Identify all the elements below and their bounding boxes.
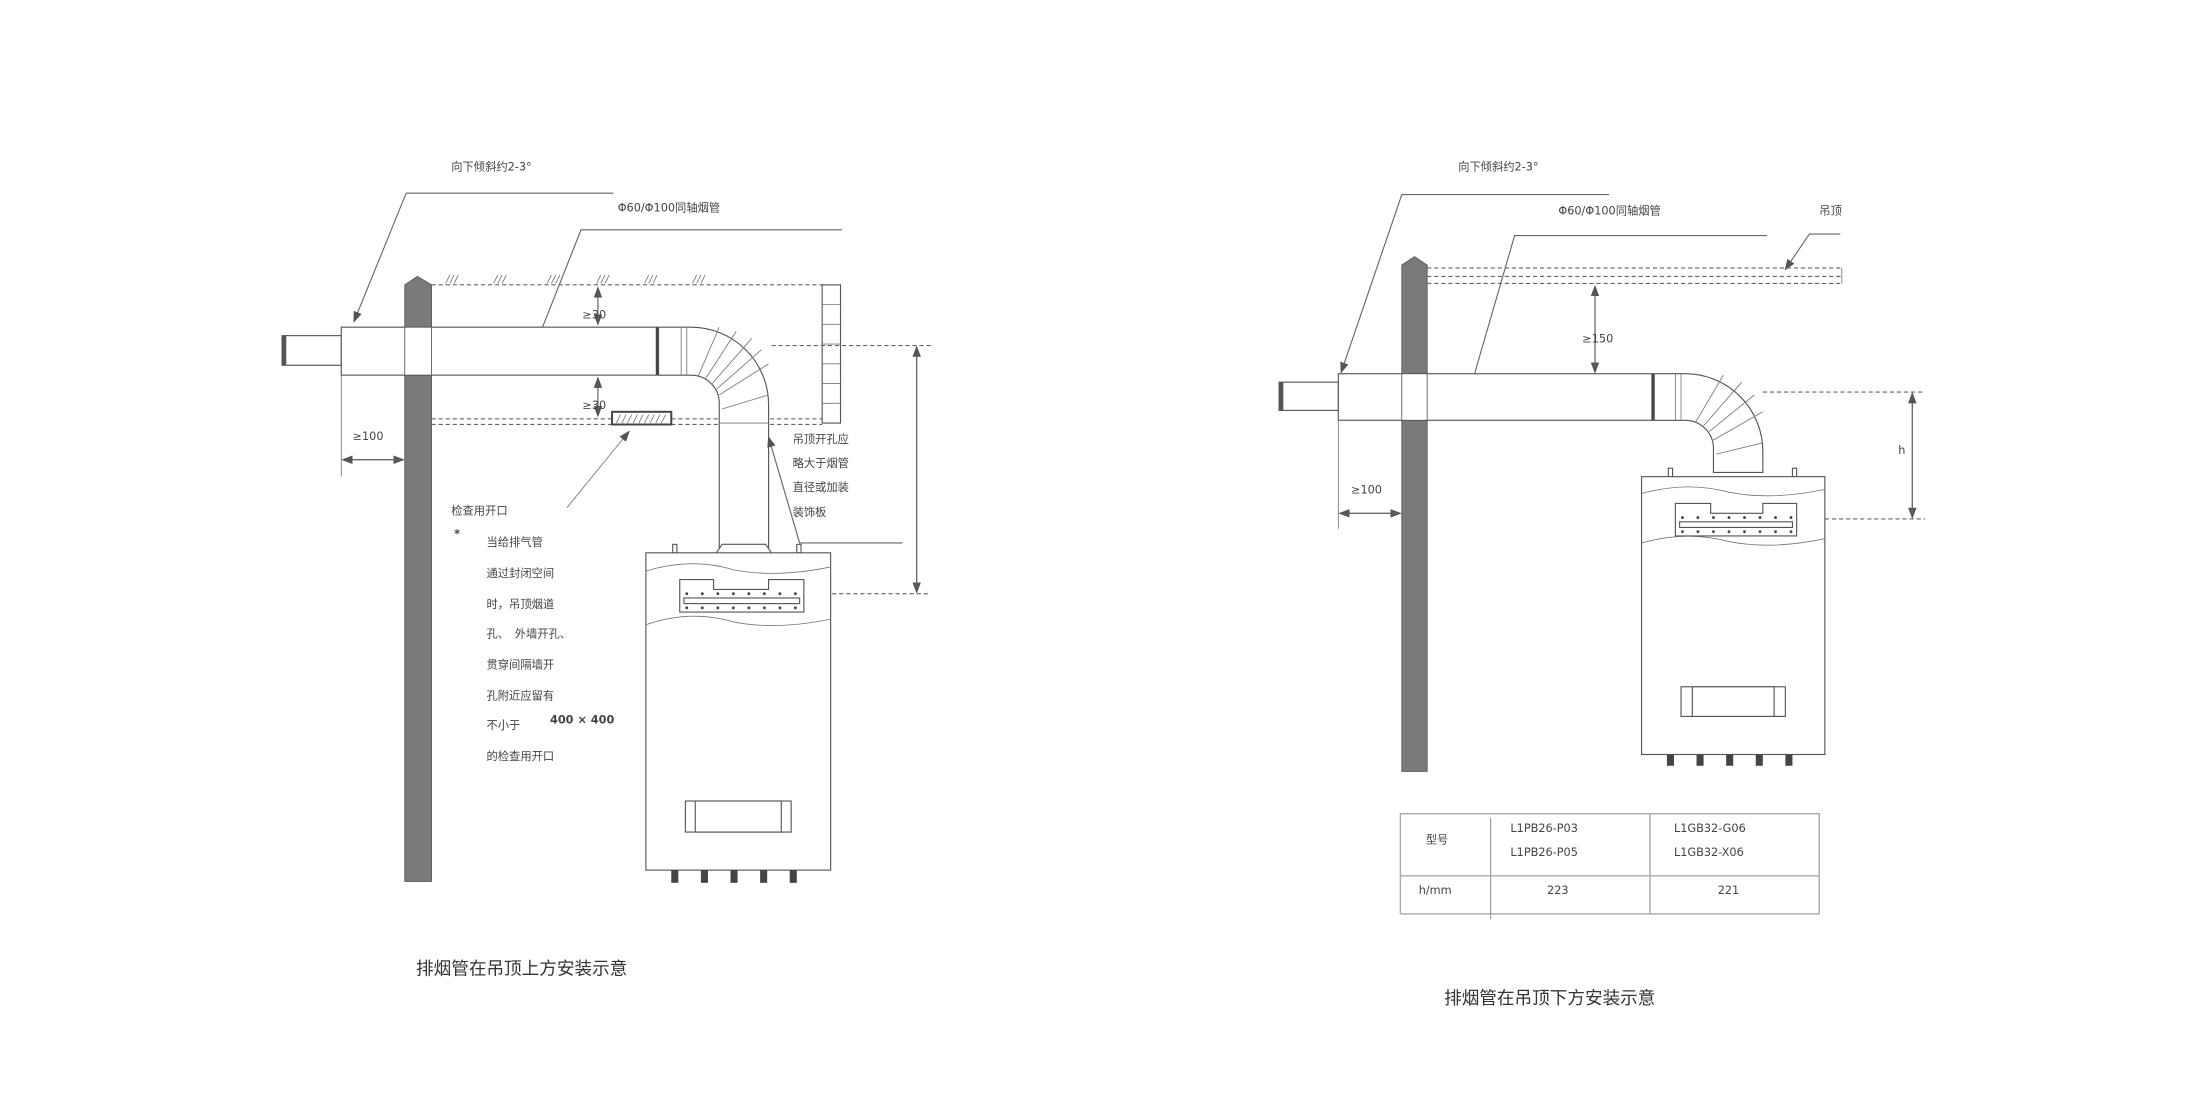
svg-text:的检查用开口: 的检查用开口 [487,749,555,763]
svg-text:孔附近应留有: 孔附近应留有 [487,688,555,702]
ceiling-hatch [445,274,706,284]
slope-label: 向下倾斜约2-3° [451,160,531,174]
slope-leader [353,192,614,323]
right-caption: 排烟管在吊顶下方安装示意 [1444,989,1655,1009]
pipe-label: Φ60/Φ100同轴烟管 [618,201,720,215]
pipe-label: Φ60/Φ100同轴烟管 [1558,203,1660,217]
note-asterisk: * [454,527,460,540]
water-heater [645,543,832,883]
clearance-top-label: ≥150 [1582,333,1613,346]
pipe-terminal [281,335,342,366]
height-label: h [1898,444,1905,457]
clearance-bottom-label: ≥30 [582,399,606,412]
slope-label: 向下倾斜约2-3° [1458,160,1538,174]
svg-text:当给排气管: 当给排气管 [487,535,543,549]
wall [1401,256,1428,772]
inspection-label: 检查用开口 [451,504,507,518]
svg-text:时，吊顶烟道: 时，吊顶烟道 [487,597,555,611]
model-height-table: 型号 L1PB26-P03 L1PB26-P05 L1GB32-G06 L1GB… [1399,813,1820,920]
table-cell-value: 223 [1547,884,1569,897]
svg-text:装饰板: 装饰板 [793,505,827,519]
wall-distance-label: ≥100 [1351,484,1382,497]
svg-text:略大于烟管: 略大于烟管 [793,456,849,470]
ceiling-label: 吊顶 [1819,204,1842,217]
left-caption: 排烟管在吊顶上方安装示意 [416,959,627,979]
svg-text:贯穿间隔墙开: 贯穿间隔墙开 [487,657,555,671]
water-heater [1640,467,1826,766]
left-diagram: 向下倾斜约2-3° Φ60/Φ100同轴烟管 [281,160,931,979]
wall-distance-label: ≥100 [353,430,384,443]
svg-text:直径或加装: 直径或加装 [793,480,849,494]
wall [404,275,432,882]
install-note: 当给排气管 通过封闭空间 时，吊顶烟道 孔、 外墙开孔、 贯穿间隔墙开 孔附近应… [487,535,615,763]
clearance-top-label: ≥30 [582,309,606,322]
table-cell-model: L1PB26-P05 [1510,846,1578,859]
ceiling-brick-column [821,284,842,424]
elbow-pipe [1653,373,1764,473]
coaxial-pipe [1337,373,1654,421]
table-cell-model: L1PB26-P03 [1510,822,1578,835]
pipe-leader [529,229,842,360]
svg-text:吊顶开孔应: 吊顶开孔应 [793,432,849,446]
table-cell-model: L1GB32-G06 [1674,822,1746,835]
ceiling-note: 吊顶开孔应 略大于烟管 直径或加装 装饰板 [793,432,849,519]
table-cell-model: L1GB32-X06 [1674,846,1744,859]
svg-text:不小于: 不小于 [487,719,521,732]
table-header-model: 型号 [1426,832,1449,846]
svg-text:孔、 外墙开孔、: 孔、 外墙开孔、 [487,626,571,640]
table-cell-value: 221 [1718,884,1740,897]
right-diagram: 向下倾斜约2-3° Φ60/Φ100同轴烟管 吊顶 ≥150 ≥100 [1278,160,1926,1009]
table-row-label: h/mm [1419,884,1452,897]
svg-text:通过封闭空间: 通过封闭空间 [487,566,555,580]
coaxial-pipe [340,326,658,376]
opening-size: 400 × 400 [550,713,614,726]
elbow-pipe [658,326,770,551]
